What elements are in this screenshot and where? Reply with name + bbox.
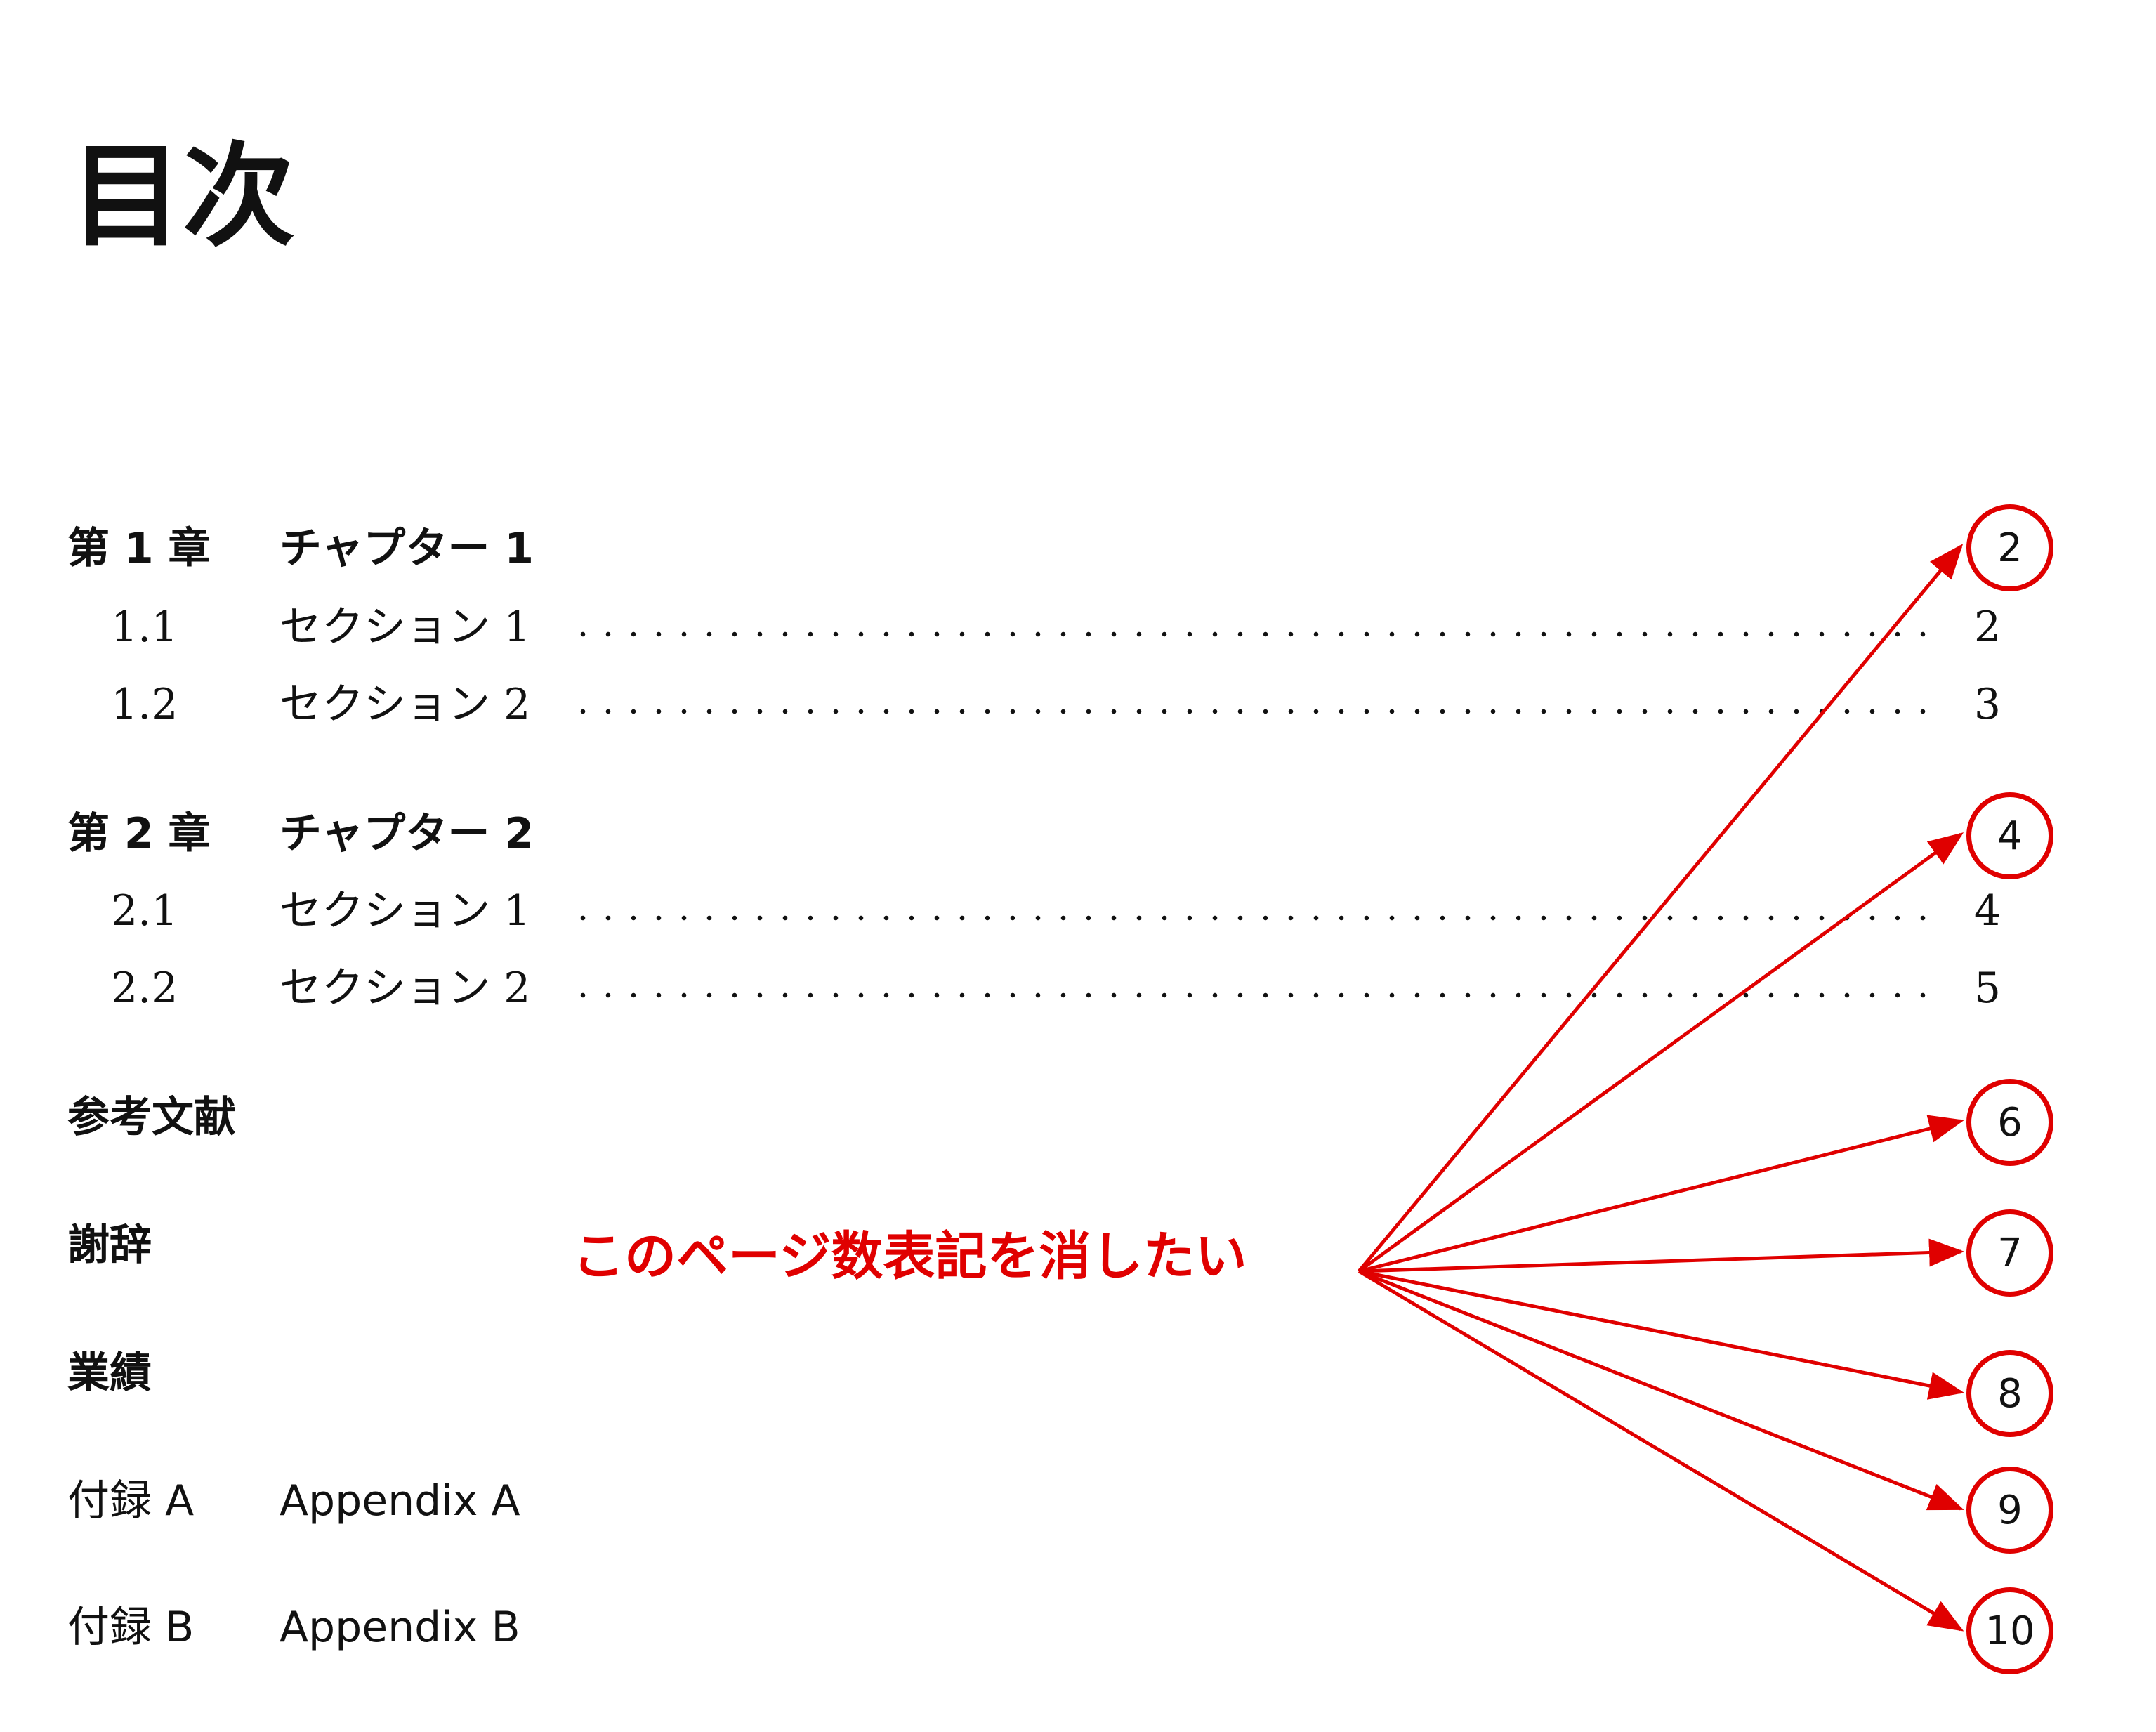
chapter-number: 付録 B	[67, 1603, 195, 1652]
chapter-title: Appendix B	[280, 1603, 520, 1652]
section-title: セクション 2	[280, 964, 531, 1013]
annotation-arrow	[1358, 1269, 1964, 1511]
page-number: 4	[1973, 886, 2001, 936]
page-number: 3	[1973, 680, 2001, 729]
section-number: 2.1	[111, 886, 178, 936]
dot-leader	[570, 707, 1926, 716]
toc-section-row: 1.2 セクション 2 3	[0, 673, 2156, 736]
toc-section-row: 1.1 セクション 1 2	[0, 596, 2156, 659]
annotation-note: このページ数表記を消したい	[572, 1226, 1247, 1287]
section-number: 1.2	[111, 680, 178, 729]
toc-chapter-row: 付録 B Appendix B	[0, 1596, 2156, 1659]
circled-page-number: 7	[1966, 1209, 2053, 1297]
toc-chapter-row: 付録 A Appendix A	[0, 1469, 2156, 1533]
section-title: セクション 1	[280, 603, 531, 652]
chapter-title: チャプター 2	[280, 809, 534, 858]
chapter-number: 付録 A	[67, 1476, 195, 1526]
chapter-title: Appendix A	[280, 1476, 520, 1526]
toc-section-row: 2.1 セクション 1 4	[0, 879, 2156, 943]
section-title: セクション 2	[280, 680, 531, 729]
circled-page-number: 9	[1966, 1467, 2053, 1554]
section-number: 2.2	[111, 964, 178, 1013]
page-number: 2	[1973, 603, 2001, 652]
section-number: 1.1	[111, 603, 178, 652]
chapter-number: 第 2 章	[67, 809, 211, 858]
toc-chapter-row: 第 1 章 チャプター 1	[0, 517, 2156, 580]
chapter-title: 謝辞	[67, 1221, 152, 1270]
chapter-title: 参考文献	[67, 1093, 236, 1142]
annotation-arrow	[1358, 1269, 1964, 1632]
circled-page-number: 10	[1966, 1587, 2053, 1674]
annotation-arrow	[1358, 544, 1964, 1273]
chapter-title: 業績	[67, 1349, 152, 1398]
chapter-title: チャプター 1	[280, 524, 534, 573]
toc-chapter-row: 第 2 章 チャプター 2	[0, 802, 2156, 865]
dot-leader	[570, 629, 1926, 639]
toc-chapter-row: 謝辞	[0, 1214, 2156, 1277]
page-title: 目次	[70, 131, 296, 262]
circled-page-number: 6	[1966, 1079, 2053, 1166]
page-number: 5	[1973, 964, 2001, 1013]
section-title: セクション 1	[280, 886, 531, 936]
circled-page-number: 8	[1966, 1350, 2053, 1437]
annotation-arrow	[1358, 1238, 1964, 1273]
annotation-arrow	[1358, 832, 1964, 1273]
chapter-number: 第 1 章	[67, 524, 211, 573]
circled-page-number: 2	[1966, 504, 2053, 591]
dot-leader	[570, 913, 1926, 923]
toc-chapter-row: 参考文献	[0, 1086, 2156, 1149]
circled-page-number: 4	[1966, 792, 2053, 879]
annotation-arrow	[1358, 1269, 1964, 1400]
annotation-arrow	[1358, 1115, 1964, 1273]
toc-chapter-row: 業績	[0, 1341, 2156, 1405]
